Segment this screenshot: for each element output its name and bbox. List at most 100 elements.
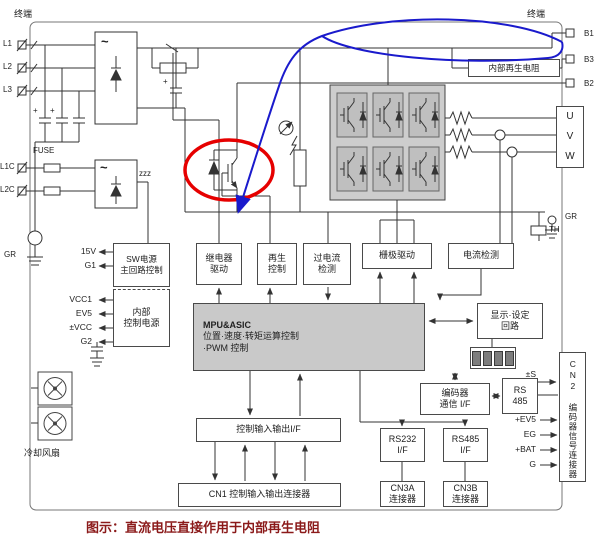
regen-control-line1: 再生 (267, 252, 286, 263)
terminal-b3: B3 (584, 55, 594, 64)
capacitor-plus: + (163, 77, 168, 86)
icp-line2: 控制电源 (123, 318, 160, 328)
rail-g2: G2 (80, 336, 92, 346)
thermistor-label: TH (549, 225, 560, 234)
sig-ev5: +EV5 (514, 414, 536, 424)
rail-vcc: ±VCC (69, 322, 92, 332)
breaker-icon (27, 230, 43, 246)
terminal-b2: B2 (584, 79, 594, 88)
mpu-line1: MPU&ASIC (203, 320, 252, 331)
current-detect-label: 电流检测 (462, 250, 499, 261)
mpu-asic-box: MPU&ASIC 位置·速度·转矩运算控制 ·PWM 控制 (193, 303, 425, 371)
rail-vcc1: VCC1 (69, 294, 92, 304)
terminal-label-left: 终端 (14, 9, 33, 19)
ac-symbol: ~ (101, 34, 109, 49)
ground-label-right: GR (565, 212, 577, 221)
display-line1: 显示·设定 (490, 309, 530, 320)
inductor-icon (449, 110, 473, 126)
rs485-if-line2: I/F (460, 445, 471, 455)
rs232-if-box: RS232 I/F (380, 428, 425, 462)
terminal-l2c: L2C (0, 185, 15, 194)
regen-control-line2: 控制 (267, 264, 286, 274)
fuse-icon (43, 186, 61, 196)
current-detect-box: 电流检测 (448, 243, 514, 269)
terminal-v: V (566, 130, 574, 142)
mpu-line2: 位置·速度·转矩运算控制 (203, 331, 299, 342)
sig-eg: EG (523, 429, 536, 439)
seg-digit (494, 350, 503, 366)
capacitor-plus: + (50, 106, 55, 115)
figure-caption: 图示：直流电压直接作用于内部再生电阻 (86, 520, 321, 535)
relay-drive-box: 继电器 驱动 (196, 243, 242, 285)
gate-drive-box: 栅极驱动 (362, 243, 432, 269)
sw-power-line1: SW电源 (126, 254, 157, 265)
seg-digit (472, 350, 481, 366)
cn3a-line2: 连接器 (388, 494, 416, 504)
rs485-box: RS 485 (502, 378, 538, 414)
regen-control-box: 再生 控制 (257, 243, 297, 285)
terminal-u: U (566, 110, 574, 122)
terminal-l1c: L1C (0, 162, 15, 171)
relay-drive-line2: 驱动 (209, 264, 228, 274)
mpu-line3: ·PWM 控制 (203, 342, 249, 353)
icp-line1: 内部 (132, 306, 151, 317)
capacitor-plus: + (33, 106, 38, 115)
internal-control-power-box: 内部 控制电源 (113, 289, 170, 347)
control-io-if-box: 控制输入输出I/F (196, 418, 341, 442)
internal-regen-resistor-box: 内部再生电阻 (468, 59, 560, 77)
sig-bat: +BAT (515, 444, 536, 454)
sw-power-box: SW电源 主回路控制 (113, 243, 170, 287)
encoder-comm-if-box: 编码器 通信 I/F (420, 383, 490, 415)
seg-digit (505, 350, 514, 366)
terminal-l1: L1 (3, 39, 12, 48)
fuse-icon (43, 163, 61, 173)
ac-symbol: ~ (100, 160, 108, 175)
cn1-connector-box: CN1 控制输入输出连接器 (178, 483, 341, 507)
resistor-icon (293, 149, 307, 187)
rs485-line1: RS (513, 384, 527, 395)
transformer-symbol: zzz (139, 169, 151, 178)
terminal-b1: B1 (584, 29, 594, 38)
gate-drive-label: 栅极驱动 (378, 250, 415, 261)
ground-label-left: GR (4, 250, 16, 259)
control-io-if-label: 控制输入输出I/F (236, 424, 301, 435)
current-sensor-icon (494, 129, 506, 141)
rs232-line1: RS232 (388, 433, 417, 444)
rs485-line2: 485 (512, 396, 528, 406)
internal-regen-resistor-label: 内部再生电阻 (488, 62, 540, 73)
cn2-label: CN2 编码器信号连接器 (567, 359, 578, 479)
terminal-w: W (565, 150, 575, 162)
cn2-connector-box: CN2 编码器信号连接器 (559, 352, 586, 482)
relay-drive-line1: 继电器 (205, 252, 233, 263)
display-setting-box: 显示·设定 回路 (477, 303, 543, 339)
current-sensor-icon (506, 146, 518, 158)
overcurrent-line1: 过电流 (313, 252, 341, 263)
rail-ev5: EV5 (75, 308, 92, 318)
rail-g1: G1 (84, 260, 96, 270)
fuse-label: FUSE (33, 146, 55, 155)
seven-segment-display (470, 347, 516, 369)
overcurrent-line2: 检测 (317, 264, 336, 274)
inductor-icon (449, 127, 473, 143)
sig-g: G (529, 459, 536, 469)
overcurrent-detect-box: 过电流 检测 (303, 243, 351, 285)
thermistor-icon (530, 225, 547, 236)
motor-terminal-box: U V W (556, 106, 584, 168)
cn3b-line2: 连接器 (451, 494, 479, 504)
cooling-fan-label: 冷却风扇 (24, 448, 61, 458)
cn3b-connector-box: CN3B 连接器 (443, 481, 488, 507)
rs232-line2: I/F (397, 445, 408, 455)
cn3b-line1: CN3B (453, 482, 478, 493)
rail-15v: 15V (80, 246, 96, 256)
cn3a-line1: CN3A (390, 482, 415, 493)
seg-digit (483, 350, 492, 366)
terminal-l2: L2 (3, 62, 12, 71)
encoder-comm-line2: 通信 I/F (439, 399, 471, 409)
display-line2: 回路 (500, 321, 519, 331)
terminal-label-right: 终端 (527, 9, 546, 19)
cn3a-connector-box: CN3A 连接器 (380, 481, 425, 507)
sw-power-line2: 主回路控制 (120, 265, 163, 275)
regen-diode-icon (208, 160, 220, 175)
rs485-if-box: RS485 I/F (443, 428, 488, 462)
